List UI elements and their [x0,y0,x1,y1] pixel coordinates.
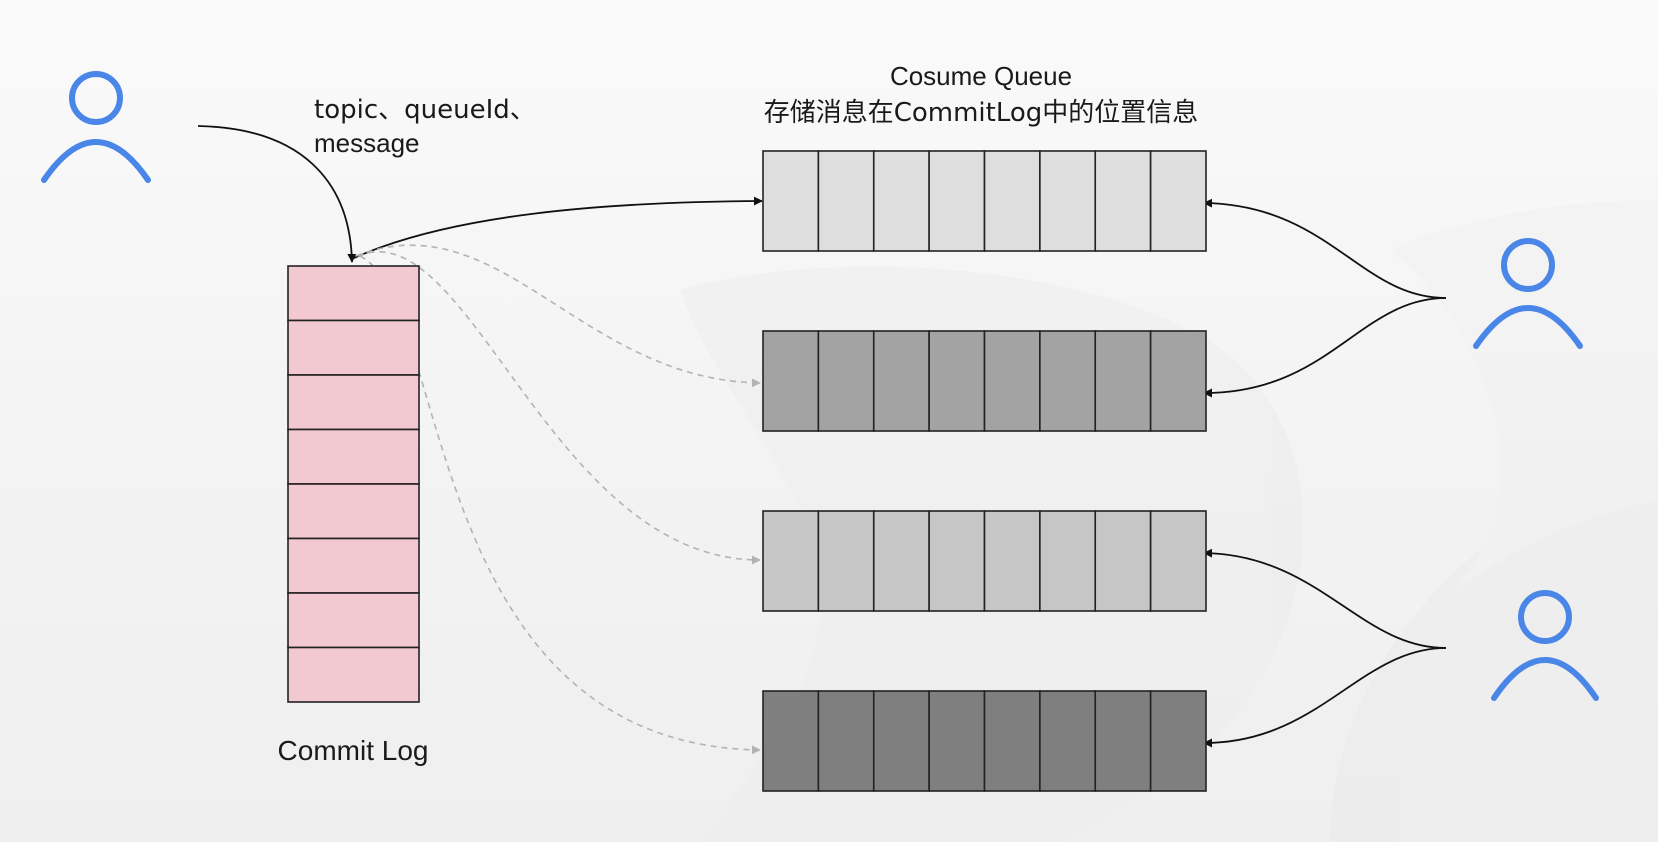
queue-cell [983,330,1041,432]
consume-arrow-queue-4 [1203,647,1447,748]
queue-cell [1039,690,1097,792]
queue-cell [1149,510,1207,612]
queue-cell [1094,690,1152,792]
queue-cell [1094,510,1152,612]
commit-log-cell [287,592,420,649]
commit-log-cell [287,265,420,322]
queue-cell [1094,330,1152,432]
commit-log-cell [287,483,420,540]
queue-cell [928,690,986,792]
commit-log-cell [287,646,420,703]
queue-cell [872,510,930,612]
queue-cell [762,330,820,432]
queue-cell [928,150,986,252]
queue-cell [817,510,875,612]
queue-cell [1039,330,1097,432]
queue-cell [762,690,820,792]
queue-cell [872,150,930,252]
message-label-line2: message [314,128,420,158]
queue-cell [928,330,986,432]
commit-log-cell [287,428,420,485]
produce-arrow [197,125,357,263]
queue-cell [983,150,1041,252]
queue-cell [817,150,875,252]
user-icon-body [1473,305,1583,349]
queue-cell [1149,330,1207,432]
user-icon [1473,238,1583,349]
queue-cell [983,510,1041,612]
consume-arrow-queue-1 [1203,198,1447,299]
user-icon-body [41,139,151,183]
consume-queue-2 [762,330,1207,432]
commit-log-cell [287,374,420,431]
queue-cell [1149,150,1207,252]
consume-arrow-queue-3 [1203,548,1447,649]
queue-cell [872,330,930,432]
user-icon-head [1501,238,1555,292]
user-icon-head [69,71,123,125]
queue-cell [872,690,930,792]
commit-log-stack [287,265,420,703]
user-icon [41,71,151,183]
dispatch-arrow-queue-3 [357,251,761,565]
dispatch-arrow-queue-2 [355,244,761,388]
user-icon-body [1491,657,1599,701]
commit-log-cell [287,537,420,594]
queue-cell [1094,150,1152,252]
queue-cell [1039,510,1097,612]
message-label-line1: topic、queueId、 [314,95,536,125]
dispatch-arrow-queue-1 [353,196,763,259]
queue-cell [1039,150,1097,252]
queue-cell [817,690,875,792]
consume-queues [762,150,1207,792]
commit-log-cell [287,319,420,376]
user-icon-head [1518,590,1572,644]
user-icon [1491,590,1599,701]
queue-cell [983,690,1041,792]
queue-subtitle: 存储消息在CommitLog中的位置信息 [764,98,1199,128]
queue-title: Cosume Queue [890,61,1072,91]
queue-cell [817,330,875,432]
queue-cell [762,150,820,252]
consume-queue-3 [762,510,1207,612]
queue-cell [1149,690,1207,792]
consume-queue-4 [762,690,1207,792]
queue-cell [762,510,820,612]
commit-log-label: Commit Log [278,735,429,766]
queue-cell [928,510,986,612]
dispatch-arrow-queue-4 [359,255,761,755]
consume-queue-1 [762,150,1207,252]
consume-arrow-queue-2 [1203,297,1447,398]
